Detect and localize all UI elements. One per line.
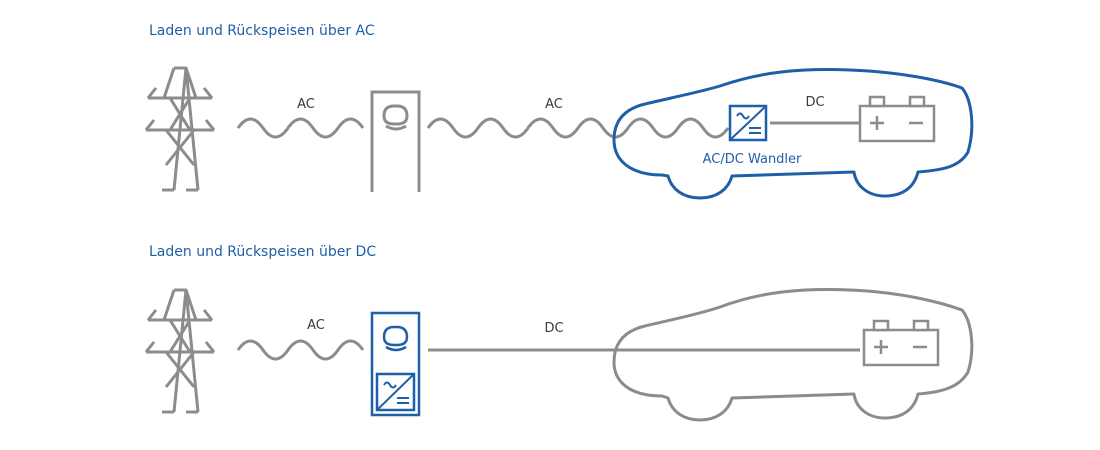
charging-station-icon (370, 90, 421, 192)
label-ac-grid: AC (307, 318, 325, 333)
section-title-dc: Laden und Rückspeisen über DC (149, 244, 377, 260)
ac-wave-grid (236, 117, 365, 139)
ac-dc-converter-icon (375, 372, 416, 412)
car-outline-icon (612, 288, 974, 422)
label-dc-cable: DC (544, 321, 563, 336)
power-pylon-icon (144, 66, 216, 192)
ac-dc-converter-icon (728, 104, 768, 142)
battery-icon (858, 95, 936, 143)
ac-wave-grid (236, 339, 365, 361)
label-dc-car: DC (805, 95, 824, 110)
section-title-ac: Laden und Rückspeisen über AC (149, 23, 375, 39)
label-ac-grid: AC (297, 97, 315, 112)
car-outline-icon (612, 68, 974, 200)
label-converter: AC/DC Wandler (703, 152, 802, 167)
ac-wave-cable (426, 117, 730, 139)
label-ac-cable: AC (545, 97, 563, 112)
power-pylon-icon (144, 288, 216, 414)
battery-icon (862, 319, 940, 367)
